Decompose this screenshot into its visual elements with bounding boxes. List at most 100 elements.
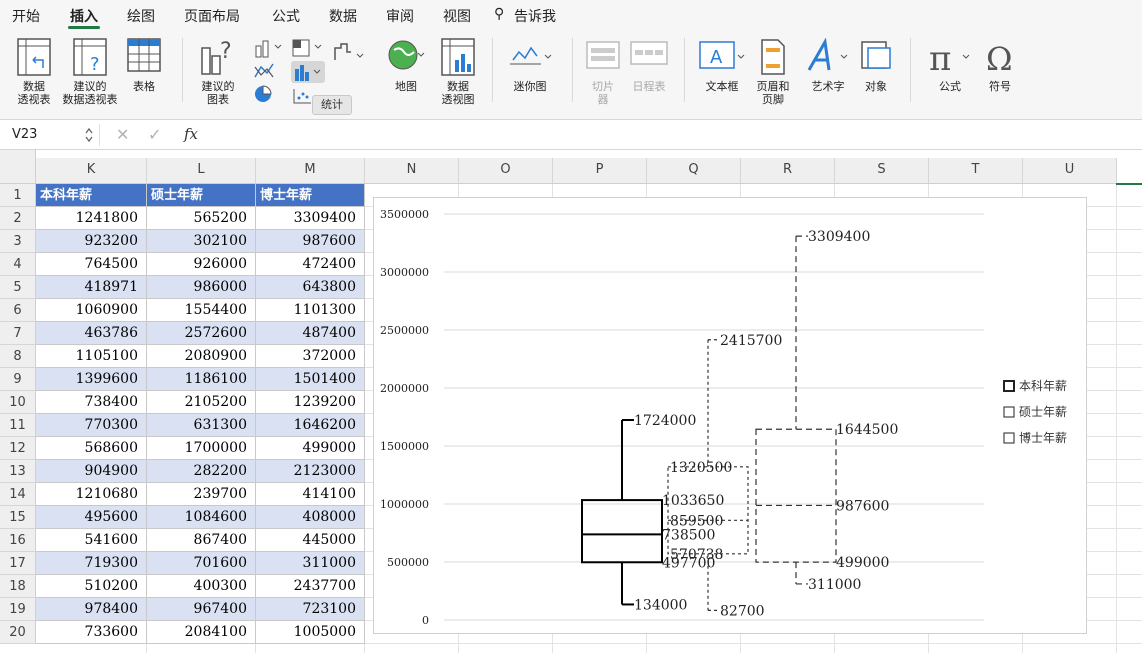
table-cell[interactable]: 733600 xyxy=(36,621,147,644)
table-button[interactable]: 表格 xyxy=(126,38,162,93)
row-header-16[interactable]: 16 xyxy=(0,529,36,552)
tab-view[interactable]: 视图 xyxy=(443,9,471,25)
row-header-4[interactable]: 4 xyxy=(0,253,36,276)
table-cell[interactable]: 723100 xyxy=(256,598,365,621)
tell-me-search[interactable]: 告诉我 xyxy=(514,9,556,25)
row-header-12[interactable]: 12 xyxy=(0,437,36,460)
textbox-button[interactable]: A 文本框 xyxy=(694,38,750,93)
column-header-s[interactable]: S xyxy=(835,158,929,184)
table-cell[interactable]: 487400 xyxy=(256,322,365,345)
slicer-button[interactable]: 切片 器 xyxy=(584,38,622,106)
table-cell[interactable]: 978400 xyxy=(36,598,147,621)
symbol-button[interactable]: Ω 符号 xyxy=(980,38,1020,93)
wordart-button[interactable]: 艺术字 xyxy=(800,38,856,93)
tab-formulas[interactable]: 公式 xyxy=(272,9,300,25)
row-header-14[interactable]: 14 xyxy=(0,483,36,506)
table-cell[interactable]: 499000 xyxy=(256,437,365,460)
row-header-1[interactable]: 1 xyxy=(0,184,36,207)
table-cell[interactable]: 1241800 xyxy=(36,207,147,230)
column-header-k[interactable]: K xyxy=(36,158,147,184)
table-header-cell[interactable]: 本科年薪 xyxy=(36,184,147,207)
column-header-m[interactable]: M xyxy=(256,158,365,184)
table-cell[interactable]: 311000 xyxy=(256,552,365,575)
table-cell[interactable]: 1105100 xyxy=(36,345,147,368)
row-header-17[interactable]: 17 xyxy=(0,552,36,575)
row-header-18[interactable]: 18 xyxy=(0,575,36,598)
column-header-q[interactable]: Q xyxy=(647,158,741,184)
tab-insert[interactable]: 插入 xyxy=(70,9,98,25)
table-cell[interactable]: 643800 xyxy=(256,276,365,299)
object-button[interactable]: 对象 xyxy=(856,38,896,93)
timeline-button[interactable]: 日程表 xyxy=(626,38,672,93)
sparklines-button[interactable]: 迷你图 xyxy=(504,38,556,93)
table-cell[interactable]: 2080900 xyxy=(147,345,256,368)
table-cell[interactable]: 1210680 xyxy=(36,483,147,506)
confirm-icon[interactable]: ✓ xyxy=(148,125,162,144)
row-header-6[interactable]: 6 xyxy=(0,299,36,322)
pivot-table-button[interactable]: 数据 透视表 xyxy=(12,38,56,106)
tab-draw[interactable]: 绘图 xyxy=(127,9,155,25)
insert-function-icon[interactable]: fx xyxy=(184,125,199,143)
row-header-5[interactable]: 5 xyxy=(0,276,36,299)
row-header-9[interactable]: 9 xyxy=(0,368,36,391)
select-all-corner[interactable] xyxy=(0,150,36,184)
table-cell[interactable]: 701600 xyxy=(147,552,256,575)
table-cell[interactable]: 967400 xyxy=(147,598,256,621)
table-cell[interactable]: 1005000 xyxy=(256,621,365,644)
table-cell[interactable]: 1700000 xyxy=(147,437,256,460)
tab-home[interactable]: 开始 xyxy=(12,9,40,25)
table-cell[interactable]: 631300 xyxy=(147,414,256,437)
table-cell[interactable]: 1239200 xyxy=(256,391,365,414)
table-cell[interactable]: 2105200 xyxy=(147,391,256,414)
table-cell[interactable]: 408000 xyxy=(256,506,365,529)
table-cell[interactable]: 867400 xyxy=(147,529,256,552)
column-header-u[interactable]: U xyxy=(1023,158,1117,184)
table-cell[interactable]: 719300 xyxy=(36,552,147,575)
table-header-cell[interactable]: 博士年薪 xyxy=(256,184,365,207)
table-cell[interactable]: 904900 xyxy=(36,460,147,483)
row-header-13[interactable]: 13 xyxy=(0,460,36,483)
row-header-3[interactable]: 3 xyxy=(0,230,36,253)
equation-button[interactable]: π 公式 xyxy=(922,38,978,93)
row-header-7[interactable]: 7 xyxy=(0,322,36,345)
table-cell[interactable]: 738400 xyxy=(36,391,147,414)
maps-button[interactable]: 地图 xyxy=(382,38,430,93)
table-cell[interactable]: 414100 xyxy=(256,483,365,506)
recommended-charts-button[interactable]: ? 建议的 图表 xyxy=(192,38,244,106)
table-cell[interactable]: 987600 xyxy=(256,230,365,253)
waterfall-chart-button[interactable] xyxy=(330,38,370,71)
table-cell[interactable]: 986000 xyxy=(147,276,256,299)
table-cell[interactable]: 1554400 xyxy=(147,299,256,322)
column-header-n[interactable]: N xyxy=(365,158,459,184)
table-cell[interactable]: 2572600 xyxy=(147,322,256,345)
table-cell[interactable]: 445000 xyxy=(256,529,365,552)
hierarchy-chart-button[interactable] xyxy=(290,38,326,109)
table-cell[interactable]: 565200 xyxy=(147,207,256,230)
table-cell[interactable]: 418971 xyxy=(36,276,147,299)
table-cell[interactable]: 926000 xyxy=(147,253,256,276)
table-cell[interactable]: 3309400 xyxy=(256,207,365,230)
table-cell[interactable]: 1101300 xyxy=(256,299,365,322)
name-box-stepper-icon[interactable] xyxy=(84,126,94,144)
row-header-2[interactable]: 2 xyxy=(0,207,36,230)
table-cell[interactable]: 923200 xyxy=(36,230,147,253)
row-header-8[interactable]: 8 xyxy=(0,345,36,368)
pivot-chart-button[interactable]: 数据 透视图 xyxy=(436,38,480,106)
tab-data[interactable]: 数据 xyxy=(329,9,357,25)
column-header-o[interactable]: O xyxy=(459,158,553,184)
column-header-p[interactable]: P xyxy=(553,158,647,184)
table-cell[interactable]: 770300 xyxy=(36,414,147,437)
table-cell[interactable]: 1060900 xyxy=(36,299,147,322)
table-cell[interactable]: 510200 xyxy=(36,575,147,598)
row-header-10[interactable]: 10 xyxy=(0,391,36,414)
header-footer-button[interactable]: 页眉和 页脚 xyxy=(752,38,794,106)
column-header-t[interactable]: T xyxy=(929,158,1023,184)
row-header-11[interactable]: 11 xyxy=(0,414,36,437)
table-cell[interactable]: 2437700 xyxy=(256,575,365,598)
table-cell[interactable]: 302100 xyxy=(147,230,256,253)
table-cell[interactable]: 1646200 xyxy=(256,414,365,437)
row-header-19[interactable]: 19 xyxy=(0,598,36,621)
table-cell[interactable]: 1084600 xyxy=(147,506,256,529)
table-cell[interactable]: 463786 xyxy=(36,322,147,345)
